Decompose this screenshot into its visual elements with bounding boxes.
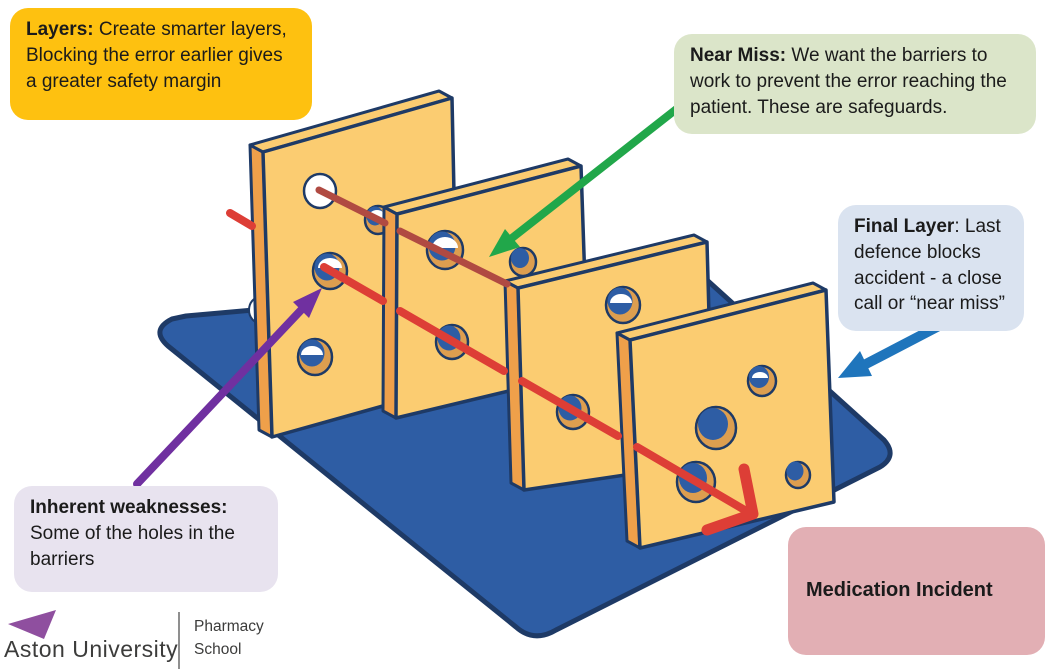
callout-inherent-weaknesses-label: Inherent weaknesses: bbox=[30, 497, 228, 518]
inherent-pointer-arrow bbox=[133, 288, 322, 488]
cheese-hole bbox=[296, 337, 334, 377]
cheese-hole bbox=[746, 364, 778, 398]
error-arrowhead bbox=[701, 463, 759, 536]
callout-layers: Layers: Create smarter layers, Blocking … bbox=[10, 8, 312, 120]
callout-final-layer-text: : Last defence blocks accident - a close… bbox=[854, 216, 1005, 315]
near-miss-pointer-arrow bbox=[489, 96, 692, 257]
logo-school-name: Pharmacy School bbox=[194, 615, 264, 662]
callout-inherent-weaknesses-text: Some of the holes in the barriers bbox=[30, 522, 235, 570]
callout-layers-label: Layers: bbox=[26, 19, 94, 40]
callout-medication-incident-label: Medication Incident bbox=[806, 579, 993, 602]
callout-near-miss-text: We want the barriers to work to prevent … bbox=[690, 45, 1007, 118]
callout-inherent-weaknesses: Inherent weaknesses: Some of the holes i… bbox=[14, 486, 278, 592]
callout-near-miss: Near Miss: We want the barriers to work … bbox=[674, 34, 1036, 134]
error-path-arrow bbox=[226, 209, 759, 536]
callout-final-layer: Final Layer: Last defence blocks acciden… bbox=[838, 205, 1024, 331]
logo-divider bbox=[178, 612, 180, 669]
cheese-hole bbox=[508, 246, 538, 278]
callout-medication-incident: Medication Incident bbox=[788, 527, 1045, 655]
cheese-slice-4 bbox=[615, 281, 836, 550]
callout-final-layer-label: Final Layer bbox=[854, 216, 955, 237]
cheese-hole bbox=[604, 285, 642, 325]
blocked-error-line bbox=[315, 186, 511, 288]
cheese-hole bbox=[784, 460, 812, 490]
callout-layers-text: Create smarter layers, Blocking the erro… bbox=[26, 19, 287, 92]
aston-logo-icon bbox=[8, 610, 56, 639]
logo-school-line1: Pharmacy bbox=[194, 618, 264, 635]
logo-university-name: Aston University bbox=[4, 636, 179, 662]
logo-school-line2: School bbox=[194, 641, 242, 659]
callout-near-miss-label: Near Miss: bbox=[690, 45, 787, 66]
cheese-hole bbox=[694, 405, 738, 451]
